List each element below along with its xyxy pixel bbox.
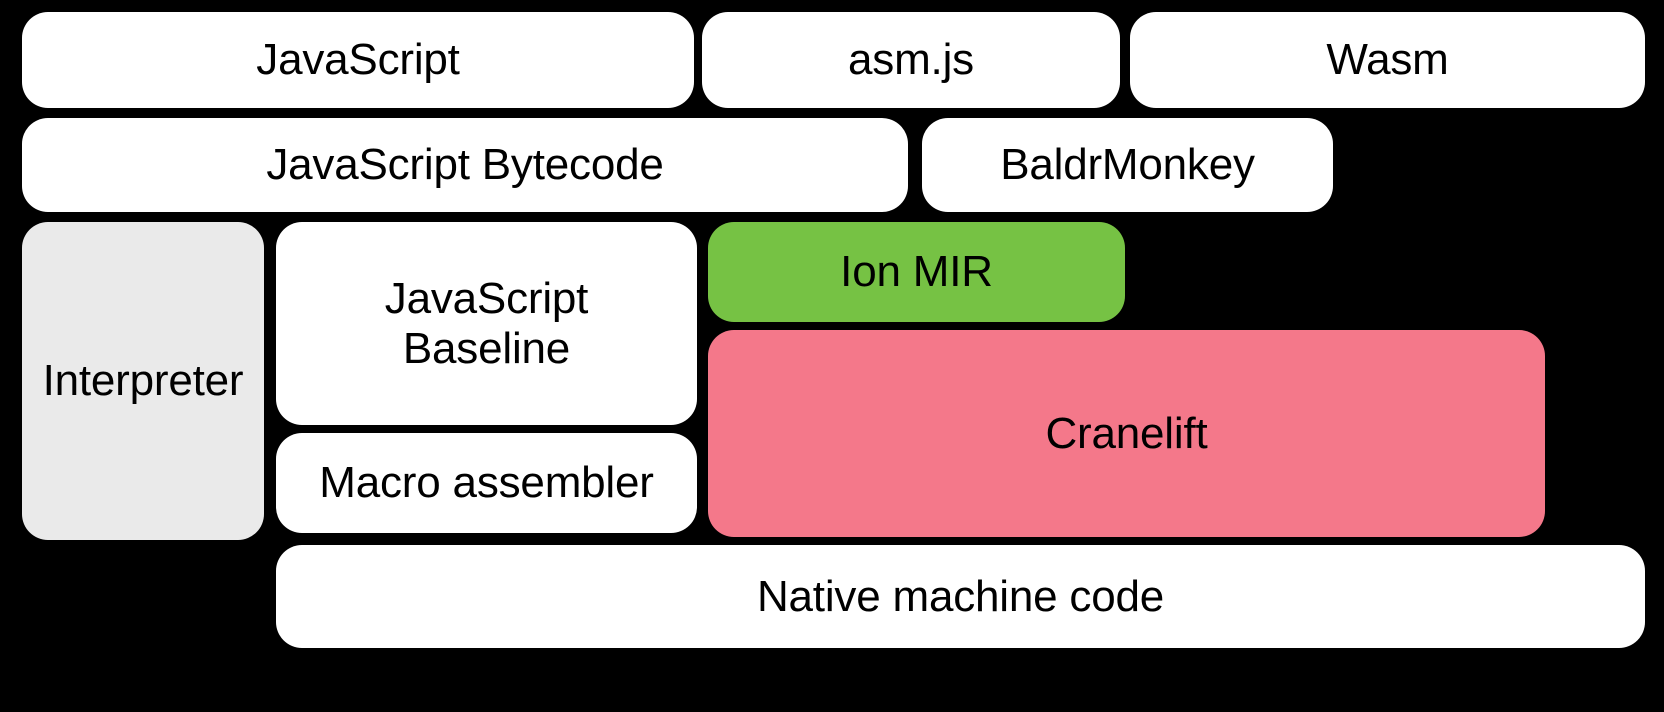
diagram-node-ion-mir: Ion MIR <box>708 222 1125 322</box>
diagram-node-native-machine-code: Native machine code <box>276 545 1645 648</box>
diagram-node-javascript: JavaScript <box>22 12 694 108</box>
diagram-node-macro-assembler: Macro assembler <box>276 433 697 533</box>
diagram-node-wasm: Wasm <box>1130 12 1645 108</box>
diagram-node-js-bytecode: JavaScript Bytecode <box>22 118 908 212</box>
diagram-node-asmjs: asm.js <box>702 12 1120 108</box>
diagram-node-js-baseline: JavaScript Baseline <box>276 222 697 425</box>
diagram-node-interpreter: Interpreter <box>22 222 264 540</box>
diagram-node-cranelift: Cranelift <box>708 330 1545 537</box>
diagram-node-baldrmonkey: BaldrMonkey <box>922 118 1333 212</box>
